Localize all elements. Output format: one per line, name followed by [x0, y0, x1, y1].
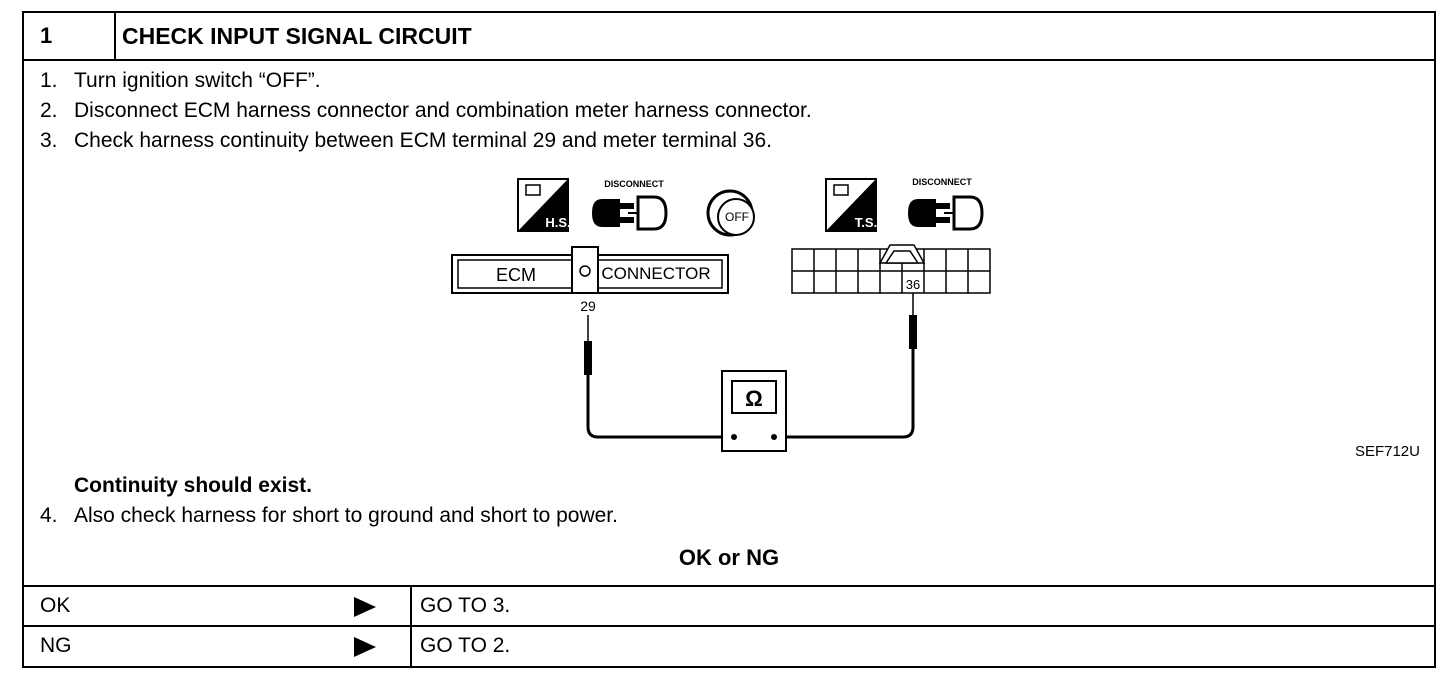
- ecm-connector: ECM CONNECTOR 29: [451, 246, 729, 314]
- instruction-text: Check harness continuity between ECM ter…: [74, 129, 773, 152]
- column-divider: [410, 627, 412, 668]
- result-note: Continuity should exist.: [74, 474, 313, 497]
- step-title: CHECK INPUT SIGNAL CIRCUIT: [122, 23, 472, 49]
- ohmmeter-icon: Ω: [721, 370, 787, 452]
- procedure-box: 1 CHECK INPUT SIGNAL CIRCUIT 1. Turn igni…: [22, 11, 1436, 668]
- key-off-label: OFF: [725, 210, 749, 224]
- instruction-number: 4.: [40, 504, 58, 527]
- ecm-label: ECM: [496, 265, 536, 285]
- connector-label: CONNECTOR: [601, 264, 710, 283]
- instruction-number: 1.: [40, 69, 58, 92]
- disconnect-label: DISCONNECT: [604, 179, 664, 189]
- meter-connector: [791, 244, 991, 294]
- instruction-3: 3. Check harness continuity between ECM t…: [40, 129, 772, 153]
- instruction-text: Turn ignition switch “OFF”.: [74, 69, 321, 92]
- instruction-text: Disconnect ECM harness connector and com…: [74, 99, 812, 122]
- ts-label: T.S.: [855, 215, 877, 230]
- outcome-action: GO TO 3.: [420, 594, 511, 617]
- decision-label: OK or NG: [678, 545, 780, 570]
- harness-side-icon: H.S.: [517, 178, 571, 232]
- outcome-label: OK: [40, 594, 71, 617]
- figure-reference: SEF712U: [1354, 443, 1420, 460]
- ohm-symbol: Ω: [745, 386, 763, 411]
- meter-terminal-number: 36: [906, 277, 920, 292]
- instruction-4: 4. Also check harness for short to ground…: [40, 504, 618, 528]
- instruction-1: 1. Turn ignition switch “OFF”.: [40, 69, 321, 93]
- instruction-number: 2.: [40, 99, 58, 122]
- disconnect-icon: DISCONNECT: [908, 177, 984, 231]
- outcome-row-ng: NG GO TO 2.: [24, 625, 1434, 668]
- step-number: 1: [24, 13, 116, 59]
- arrow-right-icon: [354, 637, 376, 657]
- outcome-label: NG: [40, 634, 72, 657]
- step-header: 1 CHECK INPUT SIGNAL CIRCUIT: [24, 13, 1434, 61]
- disconnect-icon: DISCONNECT: [592, 179, 668, 231]
- hs-label: H.S.: [545, 215, 570, 230]
- column-divider: [410, 587, 412, 625]
- outcome-action: GO TO 2.: [420, 634, 511, 657]
- instruction-2: 2. Disconnect ECM harness connector and c…: [40, 99, 812, 123]
- ignition-key-off-icon: OFF: [706, 189, 755, 237]
- continuity-diagram: H.S. DISCONNECT OFF T.S. DISCONNECT: [451, 177, 991, 452]
- test-leads: [584, 293, 917, 439]
- outcome-row-ok: OK GO TO 3.: [24, 585, 1434, 625]
- ecm-terminal-number: 29: [580, 298, 596, 314]
- arrow-right-icon: [354, 597, 376, 617]
- terminal-side-icon: T.S.: [825, 178, 877, 232]
- instruction-number: 3.: [40, 129, 58, 152]
- disconnect-label: DISCONNECT: [912, 177, 972, 187]
- instruction-text: Also check harness for short to ground a…: [74, 504, 618, 527]
